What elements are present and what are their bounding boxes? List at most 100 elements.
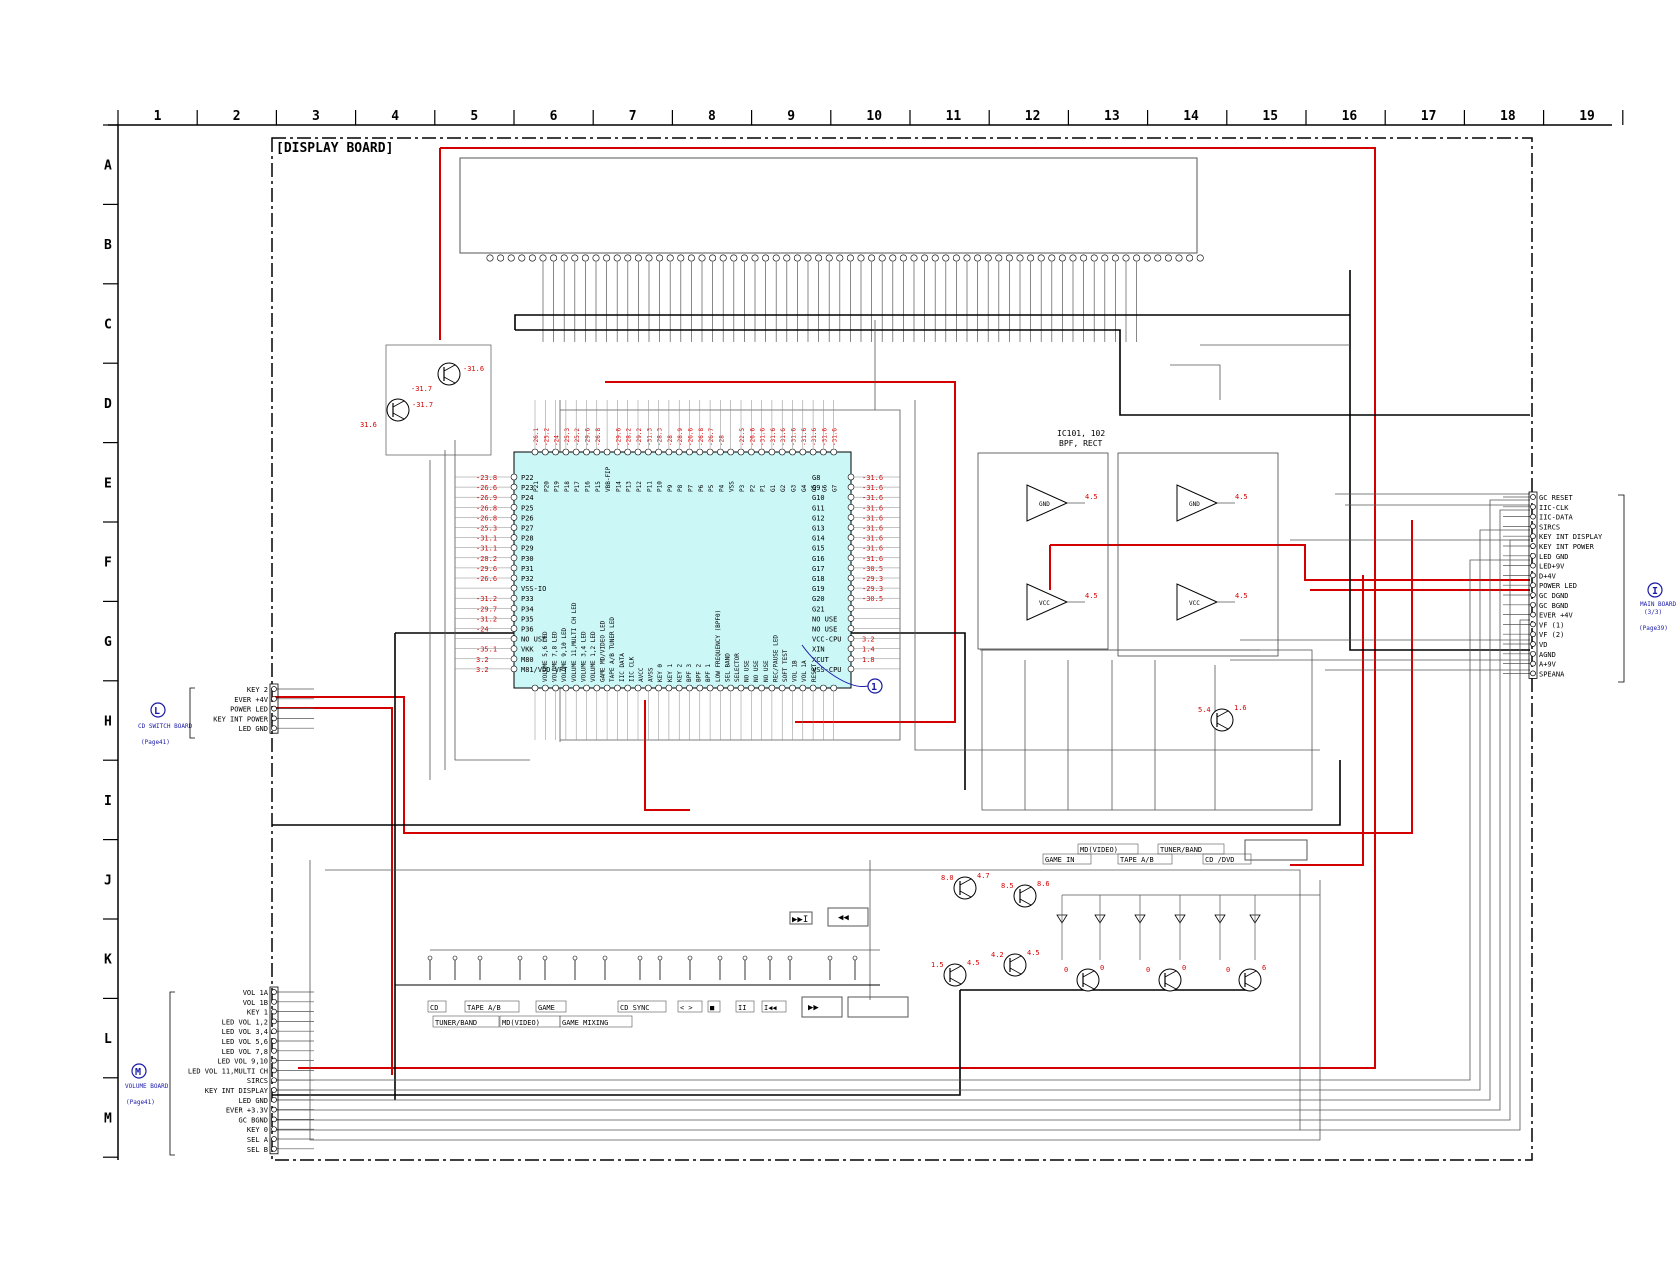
connector-pin-label: SEL B <box>247 1146 268 1154</box>
cpu-inner-label: SEL BAND <box>724 653 731 682</box>
cpu-left-pin-label: P35 <box>521 615 534 623</box>
connector-pin-label: GC DGND <box>1539 592 1569 600</box>
cpu-pin <box>665 684 673 692</box>
board-outline <box>271 137 1533 1161</box>
cpu-pin <box>847 534 855 541</box>
connector-pin <box>1530 513 1536 520</box>
tube-pin <box>1080 254 1088 262</box>
transistor-voltage: 8.0 <box>941 874 954 882</box>
cpu-pin <box>510 483 518 491</box>
tube-pin <box>634 254 642 262</box>
connector-pin <box>1530 543 1536 549</box>
cpu-inner-label: VOLUME 7,8 LED <box>552 631 559 682</box>
cpu-left-pin-label: P30 <box>521 555 534 563</box>
connector-pin <box>271 1096 277 1103</box>
cpu-left-pin-label: NO USE <box>521 636 546 644</box>
transistor-collector <box>1164 970 1177 978</box>
connector-pin-label: LED VOL 5,6 <box>222 1038 268 1046</box>
transistor-voltage: 4.5 <box>967 959 980 967</box>
tube-pin <box>931 254 939 262</box>
cpu-inner-label: TAPE A/B TUNER LED <box>609 617 616 682</box>
transistor-emitter <box>1164 982 1177 990</box>
tube-pin <box>486 254 494 262</box>
cpu-right-pin-label: G11 <box>812 504 825 512</box>
tube-pin <box>1186 254 1194 262</box>
cpu-pin <box>552 684 559 692</box>
tube-pin <box>497 254 505 262</box>
connector-pin <box>1530 533 1536 540</box>
cpu-pin <box>510 594 518 602</box>
cpu-pin <box>510 524 518 531</box>
cpu-top-pin-label: P13 <box>626 481 633 492</box>
tube-pin <box>1037 254 1045 262</box>
transistor-voltage: 1.6 <box>1234 704 1247 712</box>
transistor-collector <box>392 400 405 408</box>
key-label-box <box>707 1000 721 1013</box>
cpu-right-pin-label: NO USE <box>812 615 837 623</box>
opamp-label: GND <box>1039 501 1050 508</box>
cpu-top-voltage: -31.6 <box>760 428 767 446</box>
cpu-pin <box>572 684 580 692</box>
cpu-right-pin-label: G17 <box>812 565 825 573</box>
connector-pin-label: KEY INT POWER <box>213 715 269 723</box>
connector-pin-label: LED GND <box>1539 553 1569 561</box>
cpu-top-voltage: -28 <box>667 435 674 446</box>
key-switch-contact <box>717 955 723 961</box>
cpu-right-pin-label: G19 <box>812 585 825 593</box>
cpu-pin <box>847 483 855 491</box>
cpu-inner-label: IIC CLK <box>628 656 635 682</box>
transistor-emitter <box>959 890 972 898</box>
board-ref-cd[interactable]: L CD SWITCH BOARD (Page41) <box>138 687 195 746</box>
tube-pin <box>603 254 611 262</box>
cpu-left-pin-label: P36 <box>521 626 534 634</box>
tube-pin <box>1090 254 1098 262</box>
col-label: 13 <box>1104 109 1120 124</box>
key-label: GAME MIXING <box>562 1019 608 1027</box>
key-switch-contact <box>852 955 858 961</box>
key-label: GAME <box>538 1004 555 1012</box>
board-ref-volume[interactable]: M VOLUME BOARD (Page41) <box>125 991 175 1156</box>
transistor-symbol <box>1238 968 1262 992</box>
row-label: G <box>104 635 112 650</box>
key-switch-contact <box>572 955 578 961</box>
connector-pin-label: EVER +4V <box>1539 612 1574 620</box>
connector-pin <box>1530 621 1536 628</box>
cpu-right-voltage: -31.6 <box>862 525 883 533</box>
tube-pin <box>825 254 833 262</box>
cpu-top-pin-label: P4 <box>718 484 725 492</box>
transistor-symbol <box>386 398 410 422</box>
cpu-pin <box>778 684 786 692</box>
connector-pin-label: VOL 1A <box>243 989 269 997</box>
connector-pin-label: GC BGND <box>1539 602 1569 610</box>
cpu-left-voltage: -31.1 <box>476 545 497 553</box>
connector-pin <box>1530 562 1536 569</box>
key-label: TUNER/BAND <box>435 1019 477 1027</box>
cpu-pin <box>847 645 855 653</box>
connector-pin <box>1530 601 1536 608</box>
cpu-right-pin-label: G21 <box>812 605 825 613</box>
cpu-pin <box>510 534 518 541</box>
cpu-pin <box>510 544 518 552</box>
tube-pin <box>1164 254 1172 262</box>
cpu-top-voltage: -26.7 <box>708 428 715 446</box>
tube-pin <box>687 254 695 262</box>
cpu-inner-label: AVSS <box>648 667 655 682</box>
cpu-inner-label: IIC DATA <box>619 653 626 682</box>
cpu-pin <box>624 684 632 692</box>
cpu-pin <box>583 448 590 456</box>
cpu-pin <box>847 503 855 511</box>
cpu-left-pin-label: P24 <box>521 494 534 502</box>
col-label: 6 <box>550 109 558 124</box>
connector-pin-label: KEY 1 <box>247 1009 268 1017</box>
connector-pin <box>271 1018 277 1025</box>
cpu-right-pin-label: G13 <box>812 525 825 533</box>
board-ref-main[interactable]: I MAIN BOARD (3/3) (Page39) <box>1618 494 1677 683</box>
connector-housing <box>1528 491 1538 679</box>
connector-pin <box>271 1136 277 1142</box>
cpu-pin <box>717 684 724 692</box>
cpu-pin <box>847 604 855 612</box>
connector-pin <box>271 695 277 702</box>
tube-pin <box>624 254 632 262</box>
cpu-top-voltage: -26.6 <box>749 428 756 446</box>
